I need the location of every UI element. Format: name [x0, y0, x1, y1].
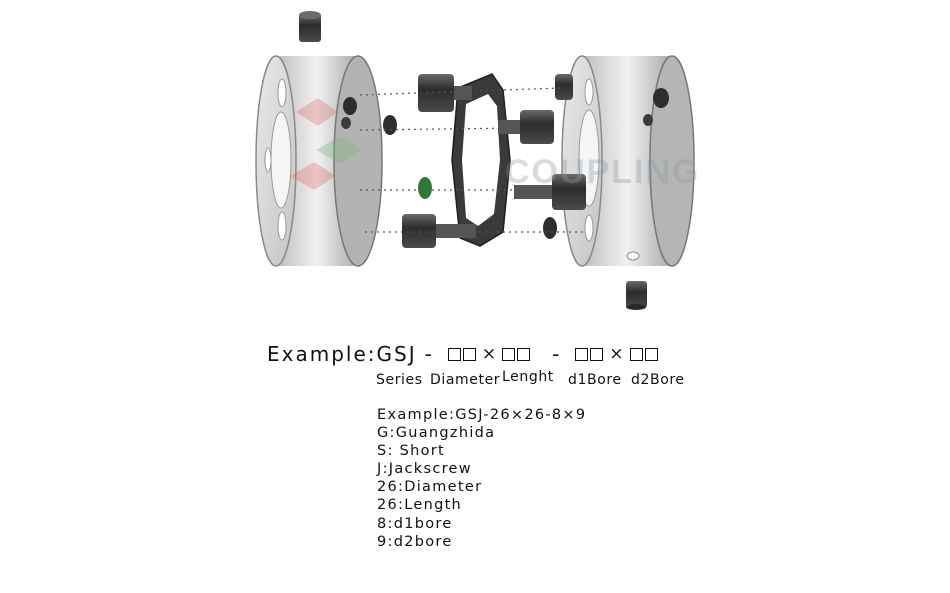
label-diameter: Diameter	[430, 372, 501, 388]
set-screw-bottom	[626, 281, 647, 310]
set-screw-top	[299, 11, 321, 42]
diameter-boxes	[447, 347, 476, 361]
nut-set	[383, 115, 557, 239]
legend-line: 26:Diameter	[377, 479, 483, 496]
code-dash-1: -	[424, 342, 434, 366]
legend-line: Example:GSJ-26×26-8×9	[377, 407, 587, 423]
watermark-text: COUPLING	[505, 153, 700, 191]
legend-line: G:Guangzhida	[377, 425, 496, 442]
code-legend: Example:GSJ-26×26-8×9 G:Guangzhida S: Sh…	[377, 406, 586, 551]
cap-screw-upper-right	[555, 74, 573, 100]
code-times-2: ×	[609, 344, 626, 364]
cap-screw-upper-left	[418, 74, 472, 112]
cap-screw-lower-left	[402, 214, 476, 248]
code-times-1: ×	[481, 344, 499, 364]
right-hub	[561, 55, 695, 267]
label-d2bore: d2Bore	[631, 372, 685, 388]
d2bore-boxes	[629, 347, 658, 361]
flex-disc	[451, 73, 511, 247]
legend-line: J:Jackscrew	[377, 461, 472, 478]
brand-watermark: COUPLING	[290, 98, 700, 191]
code-prefix: Example:GSJ	[267, 342, 417, 366]
legend-line: S: Short	[377, 443, 446, 460]
model-code-line: Example:GSJ - × - ×	[267, 342, 658, 366]
label-d1bore: d1Bore	[568, 372, 622, 388]
assembly-guide-lines	[359, 87, 585, 233]
d1bore-boxes	[575, 347, 604, 361]
label-series: Series	[376, 372, 423, 388]
coupling-exploded-drawing: COUPLING	[255, 11, 700, 310]
legend-line: 8:d1bore	[377, 515, 453, 532]
label-length: Lenght	[502, 369, 554, 385]
code-dash-2: -	[552, 342, 562, 366]
legend-line: 26:Length	[377, 497, 463, 514]
cap-screw-mid-right	[498, 110, 554, 144]
length-boxes	[502, 347, 531, 361]
left-hub	[255, 55, 383, 267]
legend-line: 9:d2bore	[377, 533, 453, 550]
cap-screw-lower-right	[514, 174, 586, 210]
